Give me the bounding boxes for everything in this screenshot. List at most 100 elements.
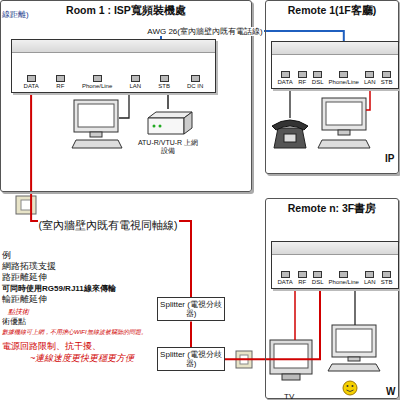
note-text: 路距離延伸: [2, 272, 47, 282]
port-label: DATA: [24, 83, 39, 90]
lan-wire: [366, 88, 370, 110]
computer-icon: [328, 325, 380, 371]
note-text: 術優點: [2, 317, 26, 326]
port-hole: [281, 71, 290, 78]
atu-device-icon: [148, 112, 192, 134]
note-text: 例: [2, 250, 11, 260]
note-text: 例: [2, 244, 11, 262]
port-label: RF: [298, 279, 306, 286]
port: STB: [381, 71, 393, 86]
note-text: IP: [385, 148, 394, 166]
network-device: ATU-R/VTU-R 上網設備: [136, 109, 200, 156]
port-label: STB: [381, 79, 393, 86]
port: RF: [56, 75, 65, 90]
note-text: 可同時使用RG59/RJ11線來傳輸: [2, 284, 116, 293]
lan-wire: [119, 92, 129, 118]
port: LAN: [364, 271, 376, 286]
port: DATA: [278, 271, 293, 286]
port-label: LAN: [364, 279, 376, 286]
port: DATA: [278, 71, 293, 86]
note-text: IP: [385, 153, 394, 165]
port: RF: [298, 271, 307, 286]
room-panel: Remote 1(1F客廳) DATA RF DSL Phone/LineLAN STB: [265, 0, 399, 174]
port-hole: [313, 271, 322, 278]
port: LAN: [129, 75, 141, 90]
port: Phone/Line: [329, 271, 359, 286]
port-hole: [56, 75, 65, 82]
port-row: DATA RF DSL Phone/LineLAN STB: [275, 71, 395, 86]
port-hole: [93, 75, 102, 82]
port-hole: [160, 75, 169, 82]
port: DSL: [312, 71, 324, 86]
room-title: Remote n: 3F書房: [266, 199, 398, 215]
note-text: W: [386, 381, 395, 399]
port: STB: [381, 271, 393, 286]
port-label: Phone/Line: [82, 83, 112, 90]
port: DATA: [24, 75, 39, 90]
note-text: TV: [284, 392, 294, 400]
port: DC IN: [187, 75, 203, 90]
port-hole: [365, 71, 374, 78]
box-label: Splitter (電視分歧器): [159, 350, 223, 368]
note-text: 電源回路限制、抗干擾、: [2, 335, 101, 353]
modem-box: DATA RF DSL Phone/Line LAN STB: [271, 241, 399, 289]
port-hole: [298, 271, 307, 278]
cable-label: (室內牆壁內既有電視同軸線): [38, 215, 179, 233]
smiley-icon: [343, 381, 357, 395]
phone-wire: [289, 88, 290, 118]
note-text: 數據機線可上網，不用擔心WIFI無線波被竊聽的問題。: [2, 329, 147, 336]
device-label: ATU-R/VTU-R 上網設備: [136, 139, 200, 156]
note-text: W: [386, 386, 395, 398]
port-hole: [382, 71, 391, 78]
modem-top: [272, 42, 398, 55]
cable-line: [225, 289, 320, 359]
modem-box: DATA RF DSL Phone/LineLAN STB: [271, 41, 399, 89]
cable-line: [190, 321, 192, 347]
port-hole: [339, 71, 348, 78]
port-label: LAN: [364, 79, 376, 86]
port: DSL: [312, 271, 324, 286]
port: Phone/Line: [329, 71, 359, 86]
port-label: RF: [56, 83, 64, 90]
port-hole: [365, 271, 374, 278]
note-text: 線距離): [2, 3, 29, 21]
port-label: DATA: [278, 279, 293, 286]
computer-icon: [72, 100, 122, 148]
note-text: 電源回路限制、抗干擾、: [2, 341, 101, 351]
telephone-icon: [272, 120, 308, 148]
port-label: STB: [381, 279, 393, 286]
port-hole: [281, 271, 290, 278]
port-hole: [382, 271, 391, 278]
modem-top: [12, 40, 215, 53]
modem-box: DATA RF Phone/Line LAN STB DC IN: [11, 39, 216, 93]
port-hole: [191, 75, 200, 82]
cable-label: AWG 26(室內牆壁內既有電話線): [146, 20, 263, 38]
note-text: ~連線速度更快更穩更方便: [30, 353, 134, 363]
port-label: RF: [298, 79, 306, 86]
port-label: STB: [158, 83, 170, 90]
room-panel: Remote n: 3F書房 DATA RF DSL Phone/Line LAN STB: [265, 198, 399, 399]
port-label: DC IN: [187, 83, 203, 90]
port-label: DSL: [312, 279, 324, 286]
port-hole: [313, 71, 322, 78]
port-label: DSL: [312, 79, 324, 86]
port: LAN: [364, 71, 376, 86]
cable-label: (室內牆壁內既有電視同軸線): [38, 219, 179, 231]
note-text: 點技術: [8, 308, 29, 316]
port-label: LAN: [129, 83, 141, 90]
port-hole: [27, 75, 36, 82]
port-row: DATA RF DSL Phone/Line LAN STB: [275, 271, 395, 286]
room-title: Remote 1(1F客廳): [266, 1, 398, 17]
wall-plate: [16, 196, 36, 214]
lan-wire: [354, 288, 355, 325]
port: STB: [158, 75, 170, 90]
port: RF: [298, 71, 307, 86]
note-text: 網路拓璞支援: [2, 261, 56, 271]
modem-top: [272, 242, 398, 255]
box-label: Splitter (電視分歧器): [159, 300, 223, 318]
port-row: DATA RF Phone/Line LAN STB DC IN: [15, 75, 212, 90]
port-label: Phone/Line: [329, 279, 359, 286]
port-label: DATA: [278, 79, 293, 86]
cable-line: [167, 93, 169, 109]
note-text: TV: [284, 385, 294, 400]
